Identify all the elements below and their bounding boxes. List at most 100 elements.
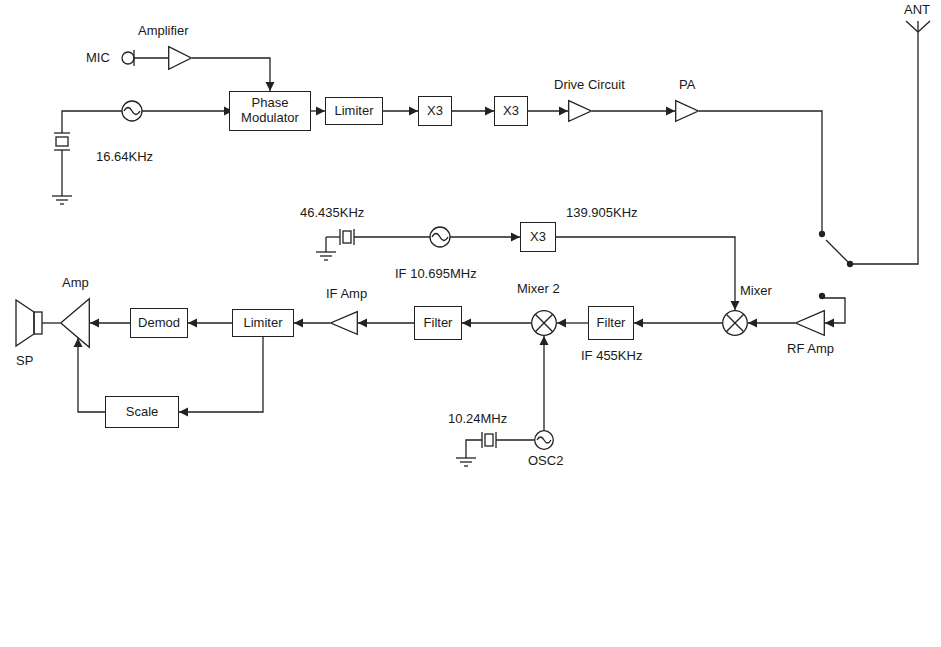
speaker-symbol — [34, 312, 42, 334]
signal-wire — [142, 110, 233, 111]
speaker-symbol — [16, 300, 34, 346]
oscillator-symbol — [535, 431, 554, 450]
multiplier-box: X3 — [494, 96, 528, 126]
block-caption: PA — [679, 78, 695, 93]
modulator-box: Phase Modulator — [229, 91, 311, 131]
shape-outline — [60, 298, 90, 348]
signal-connector — [179, 337, 263, 412]
crystal-symbol — [343, 231, 351, 243]
signal-wire — [822, 298, 845, 323]
ground-symbol — [52, 195, 72, 196]
mixer-symbol — [535, 314, 552, 331]
oscillator-symbol — [124, 108, 140, 115]
ground-symbol — [56, 199, 68, 200]
block-label: Phase Modulator — [230, 96, 310, 126]
block-caption: OSC2 — [528, 454, 563, 469]
antenna-label: ANT — [904, 3, 930, 18]
signal-wire — [62, 111, 122, 133]
multiplier-box: X3 — [418, 96, 452, 126]
amplifier-symbol — [169, 47, 192, 70]
signal-wire — [496, 439, 534, 440]
microphone-symbol — [122, 52, 134, 64]
ground-symbol — [460, 461, 472, 462]
part-label: MIC — [86, 51, 110, 66]
block-label: X3 — [527, 230, 549, 245]
amplifier-symbol — [331, 312, 358, 335]
block-label: Limiter — [240, 316, 285, 331]
block-caption: RF Amp — [787, 342, 834, 357]
crystal-symbol — [56, 137, 68, 146]
signal-wire — [326, 236, 340, 237]
ground-wire — [325, 237, 326, 252]
block-label: Limiter — [331, 104, 376, 119]
mixer-symbol — [726, 314, 743, 331]
signal-connector — [557, 322, 588, 323]
block-caption: IF Amp — [326, 287, 367, 302]
amplifier-symbol — [569, 101, 592, 122]
amplifier-symbol — [676, 101, 699, 122]
signal-wire — [42, 322, 60, 323]
shape-outline — [568, 100, 592, 122]
crystal-symbol — [54, 132, 70, 133]
signal-connector — [358, 322, 414, 323]
block-caption: IF 455KHz — [581, 349, 642, 364]
signal-connector — [634, 322, 722, 323]
signal-wire — [354, 236, 430, 237]
oscillator-symbol — [430, 227, 450, 247]
switch-contact — [820, 232, 825, 237]
mixer-symbol — [723, 311, 748, 336]
frequency-label: 10.24MHz — [448, 412, 507, 427]
switch-arm — [826, 240, 850, 264]
amplifier-triangle: Amplifier — [168, 46, 192, 70]
antenna-symbol — [918, 21, 930, 32]
block-label: X3 — [424, 104, 446, 119]
frequency-label: 139.905KHz — [566, 206, 638, 221]
antenna-symbol — [917, 21, 918, 32]
shape-outline — [675, 100, 699, 122]
ground-symbol — [60, 203, 64, 204]
mixer-symbol — [535, 314, 552, 331]
signal-wire — [699, 111, 822, 231]
block-caption: Mixer 2 — [517, 282, 560, 297]
scale-box: Scale — [105, 396, 179, 428]
amplifier-symbol — [796, 311, 825, 336]
ground-wire — [466, 440, 482, 458]
audio-amp-triangle: Amp — [60, 298, 90, 348]
mixer-symbol — [726, 314, 743, 331]
signal-connector — [90, 322, 130, 323]
mixer-circle: Mixer 2 — [531, 310, 557, 336]
shape-outline — [531, 310, 557, 336]
limiter-box: Limiter — [232, 309, 294, 337]
multiplier-box: X3 — [520, 222, 556, 252]
crystal-symbol — [485, 434, 493, 446]
ground-symbol — [456, 457, 476, 458]
block-caption: Mixer — [740, 284, 772, 299]
shape-outline — [722, 310, 748, 336]
driver-triangle: Drive Circuit — [568, 100, 592, 122]
signal-connector — [311, 110, 325, 111]
ground-wire — [61, 150, 62, 196]
block-label: Filter — [421, 316, 456, 331]
antenna-symbol — [906, 21, 918, 32]
ground-symbol — [320, 255, 332, 256]
block-caption: IF 10.695MHz — [395, 267, 477, 282]
ground-symbol — [464, 465, 468, 466]
limiter-box: Limiter — [325, 97, 383, 125]
signal-connector — [748, 322, 795, 323]
rf-amp-triangle: RF Amp — [795, 310, 825, 336]
ground-symbol — [324, 259, 328, 260]
block-caption: Amp — [62, 276, 89, 291]
block-label: Filter — [594, 316, 629, 331]
demodulator-box: Demod — [130, 308, 188, 338]
signal-connector — [556, 237, 735, 310]
amplifier-symbol — [61, 299, 90, 348]
signal-wire — [450, 236, 520, 237]
mixer-symbol — [532, 311, 557, 336]
crystal-symbol — [495, 432, 496, 448]
shape-outline — [330, 311, 358, 335]
block-caption: Drive Circuit — [554, 78, 625, 93]
signal-connector — [294, 322, 330, 323]
signal-connector — [383, 110, 418, 111]
